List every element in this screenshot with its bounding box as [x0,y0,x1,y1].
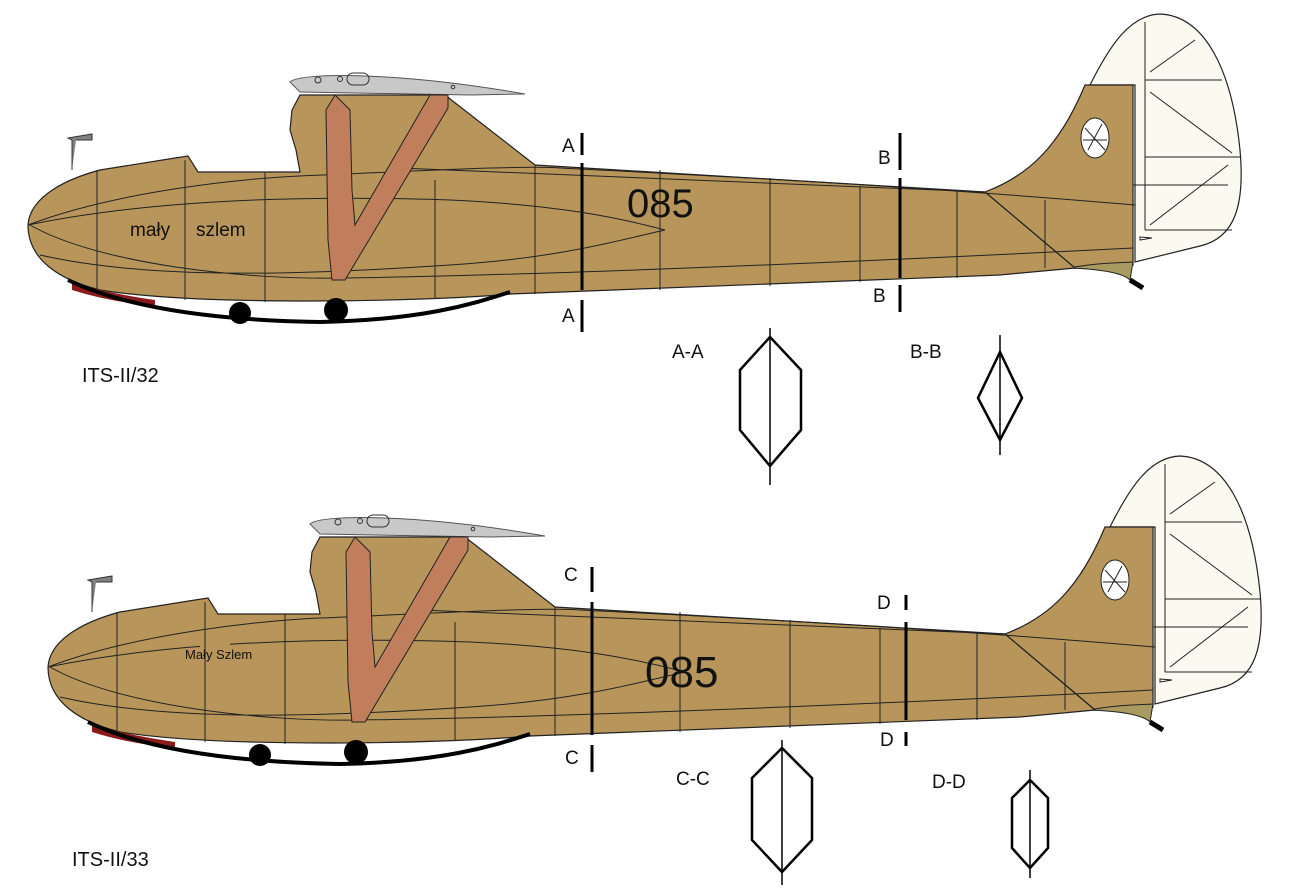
glider-name-left: mały [130,220,171,241]
glider-name: Mały Szlem [185,647,252,662]
cross-section-a-a [738,328,803,485]
section-mark-d-bottom: D [880,730,894,751]
registration-number: 085 [627,182,694,226]
section-mark-b-top: B [878,148,891,169]
section-label-d-d: D-D [932,772,966,793]
section-mark-c-top: C [564,565,578,586]
glider-name-right: szlem [196,220,246,241]
cross-section-b-b [976,335,1024,455]
section-mark-a-bottom: A [562,306,575,327]
designation-label: ITS-II/33 [72,849,149,871]
section-mark-a-top: A [562,136,575,157]
section-label-a-a: A-A [672,342,704,363]
section-label-b-b: B-B [910,342,942,363]
section-label-c-c: C-C [676,769,710,790]
glider-its-ii-33: Mały Szlem 085 C C D D ITS-II/33 C-C D-D [48,456,1261,885]
section-mark-c-bottom: C [565,748,579,769]
registration-number: 085 [645,648,718,697]
cross-section-d-d [1010,770,1050,878]
section-mark-d-top: D [877,593,891,614]
glider-its-ii-32: mały szlem 085 A A B B ITS-II/32 A-A B-B [28,14,1241,485]
designation-label: ITS-II/32 [82,365,159,387]
cross-section-c-c [750,740,814,885]
section-mark-b-bottom: B [873,286,886,307]
